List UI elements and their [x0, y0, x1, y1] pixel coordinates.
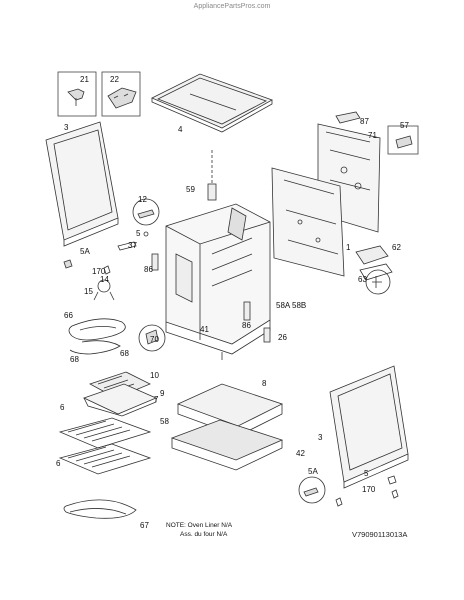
- callout-58A: 58A: [276, 301, 291, 310]
- callout-4: 4: [178, 125, 183, 134]
- callout-12: 12: [138, 195, 147, 204]
- part-70-knob: [138, 324, 166, 352]
- part-6-oven-rack: [58, 417, 152, 475]
- part-3-door-panel: [45, 121, 119, 247]
- oven-cavity-frame: [165, 203, 271, 360]
- callout-3: 3: [64, 123, 69, 132]
- callout-170-lower: 170: [362, 485, 376, 494]
- callout-58B: 58B: [292, 301, 307, 310]
- part-58-drawer-liner: [170, 419, 284, 471]
- part-86-clip: [151, 253, 271, 343]
- callout-6: 6: [60, 403, 65, 412]
- part-62-ignitor: [355, 245, 393, 295]
- callout-59: 59: [186, 185, 195, 194]
- callout-41: 41: [200, 325, 209, 334]
- callout-22: 22: [110, 75, 119, 84]
- callout-67: 67: [140, 521, 149, 530]
- callout-170: 170: [92, 267, 106, 276]
- callout-86b: 86: [242, 321, 251, 330]
- callout-5-lower: 5: [364, 469, 369, 478]
- callout-21: 21: [80, 75, 89, 84]
- callout-86: 86: [144, 265, 153, 274]
- callout-62: 62: [392, 243, 401, 252]
- diagram-code: V79090113013A: [352, 530, 408, 539]
- callout-8: 8: [262, 379, 267, 388]
- part-22-box: [101, 71, 141, 117]
- callout-71: 71: [368, 131, 377, 140]
- callout-57: 57: [400, 121, 409, 130]
- part-12-component: [132, 198, 160, 226]
- callout-66: 66: [64, 311, 73, 320]
- part-3-right-door: [329, 365, 409, 489]
- callout-37: 37: [128, 241, 137, 250]
- callout-63: 63: [358, 275, 367, 284]
- site-watermark: AppliancePartsPros.com: [193, 3, 271, 10]
- part-1-side-panel: [271, 167, 345, 277]
- part-4-top-panel: [151, 73, 273, 133]
- part-21-box: [57, 71, 97, 117]
- callout-10: 10: [150, 371, 159, 380]
- callout-42: 42: [296, 449, 305, 458]
- callout-15: 15: [84, 287, 93, 296]
- callout-9: 9: [160, 389, 165, 398]
- part-small-hardware-left: [63, 231, 149, 301]
- callout-1: 1: [346, 243, 351, 252]
- callout-5: 5: [136, 229, 141, 238]
- note-line-2: Ass. du four N/A: [180, 531, 228, 538]
- part-5A-circle-detail: [298, 475, 399, 507]
- callout-6b: 6: [56, 459, 61, 468]
- callout-26: 26: [278, 333, 287, 342]
- callout-7: 7: [154, 395, 159, 404]
- part-59-element: [207, 150, 217, 201]
- callout-58: 58: [160, 417, 169, 426]
- callout-3b: 3: [318, 433, 323, 442]
- note-line-1: NOTE: Oven Liner N/A: [166, 522, 233, 529]
- callout-68b: 68: [120, 349, 129, 358]
- callout-5A-lower: 5A: [308, 467, 318, 476]
- callout-68a: 68: [70, 355, 79, 364]
- part-67-bake-element: [63, 499, 137, 519]
- part-87-bracket: [335, 111, 361, 124]
- part-9-broil-pan: [82, 383, 158, 417]
- part-57-box: [387, 125, 419, 155]
- part-66-broil-element: [68, 318, 126, 355]
- callout-70: 70: [150, 335, 159, 344]
- callout-14: 14: [100, 275, 109, 284]
- callout-87: 87: [360, 117, 369, 126]
- callout-5A: 5A: [80, 247, 90, 256]
